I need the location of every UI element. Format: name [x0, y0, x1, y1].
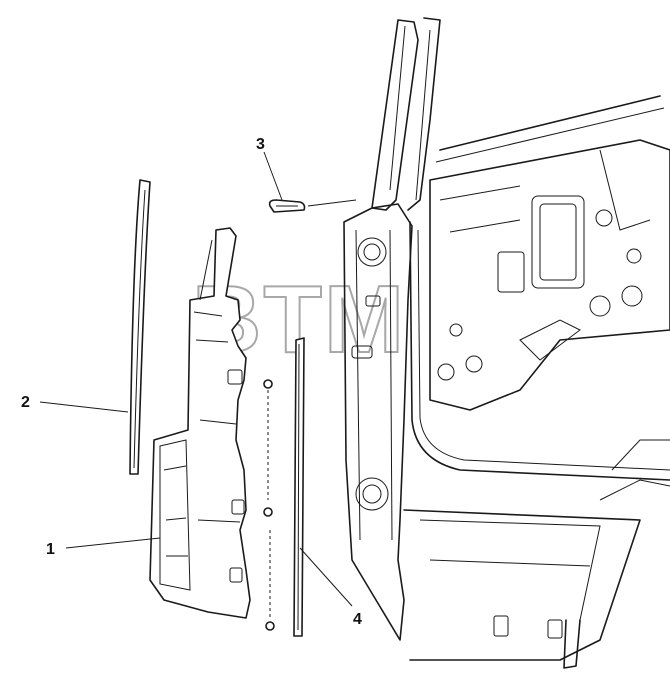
part-3-trim-piece [268, 199, 357, 213]
fasteners [263, 379, 275, 631]
callout-1: 1 [46, 537, 161, 558]
part-1-pillar-trim [149, 227, 251, 619]
callout-4: 4 [299, 547, 362, 628]
callout-4-label: 4 [353, 611, 362, 628]
part-2-weatherstrip [129, 179, 151, 475]
callout-3: 3 [256, 136, 283, 201]
vehicle-body-frame [343, 17, 670, 669]
callout-1-label: 1 [46, 541, 55, 558]
part-4-seal-strip [293, 337, 305, 637]
callout-2: 2 [21, 394, 129, 413]
callout-3-label: 3 [256, 136, 265, 153]
callout-2-label: 2 [21, 394, 30, 411]
